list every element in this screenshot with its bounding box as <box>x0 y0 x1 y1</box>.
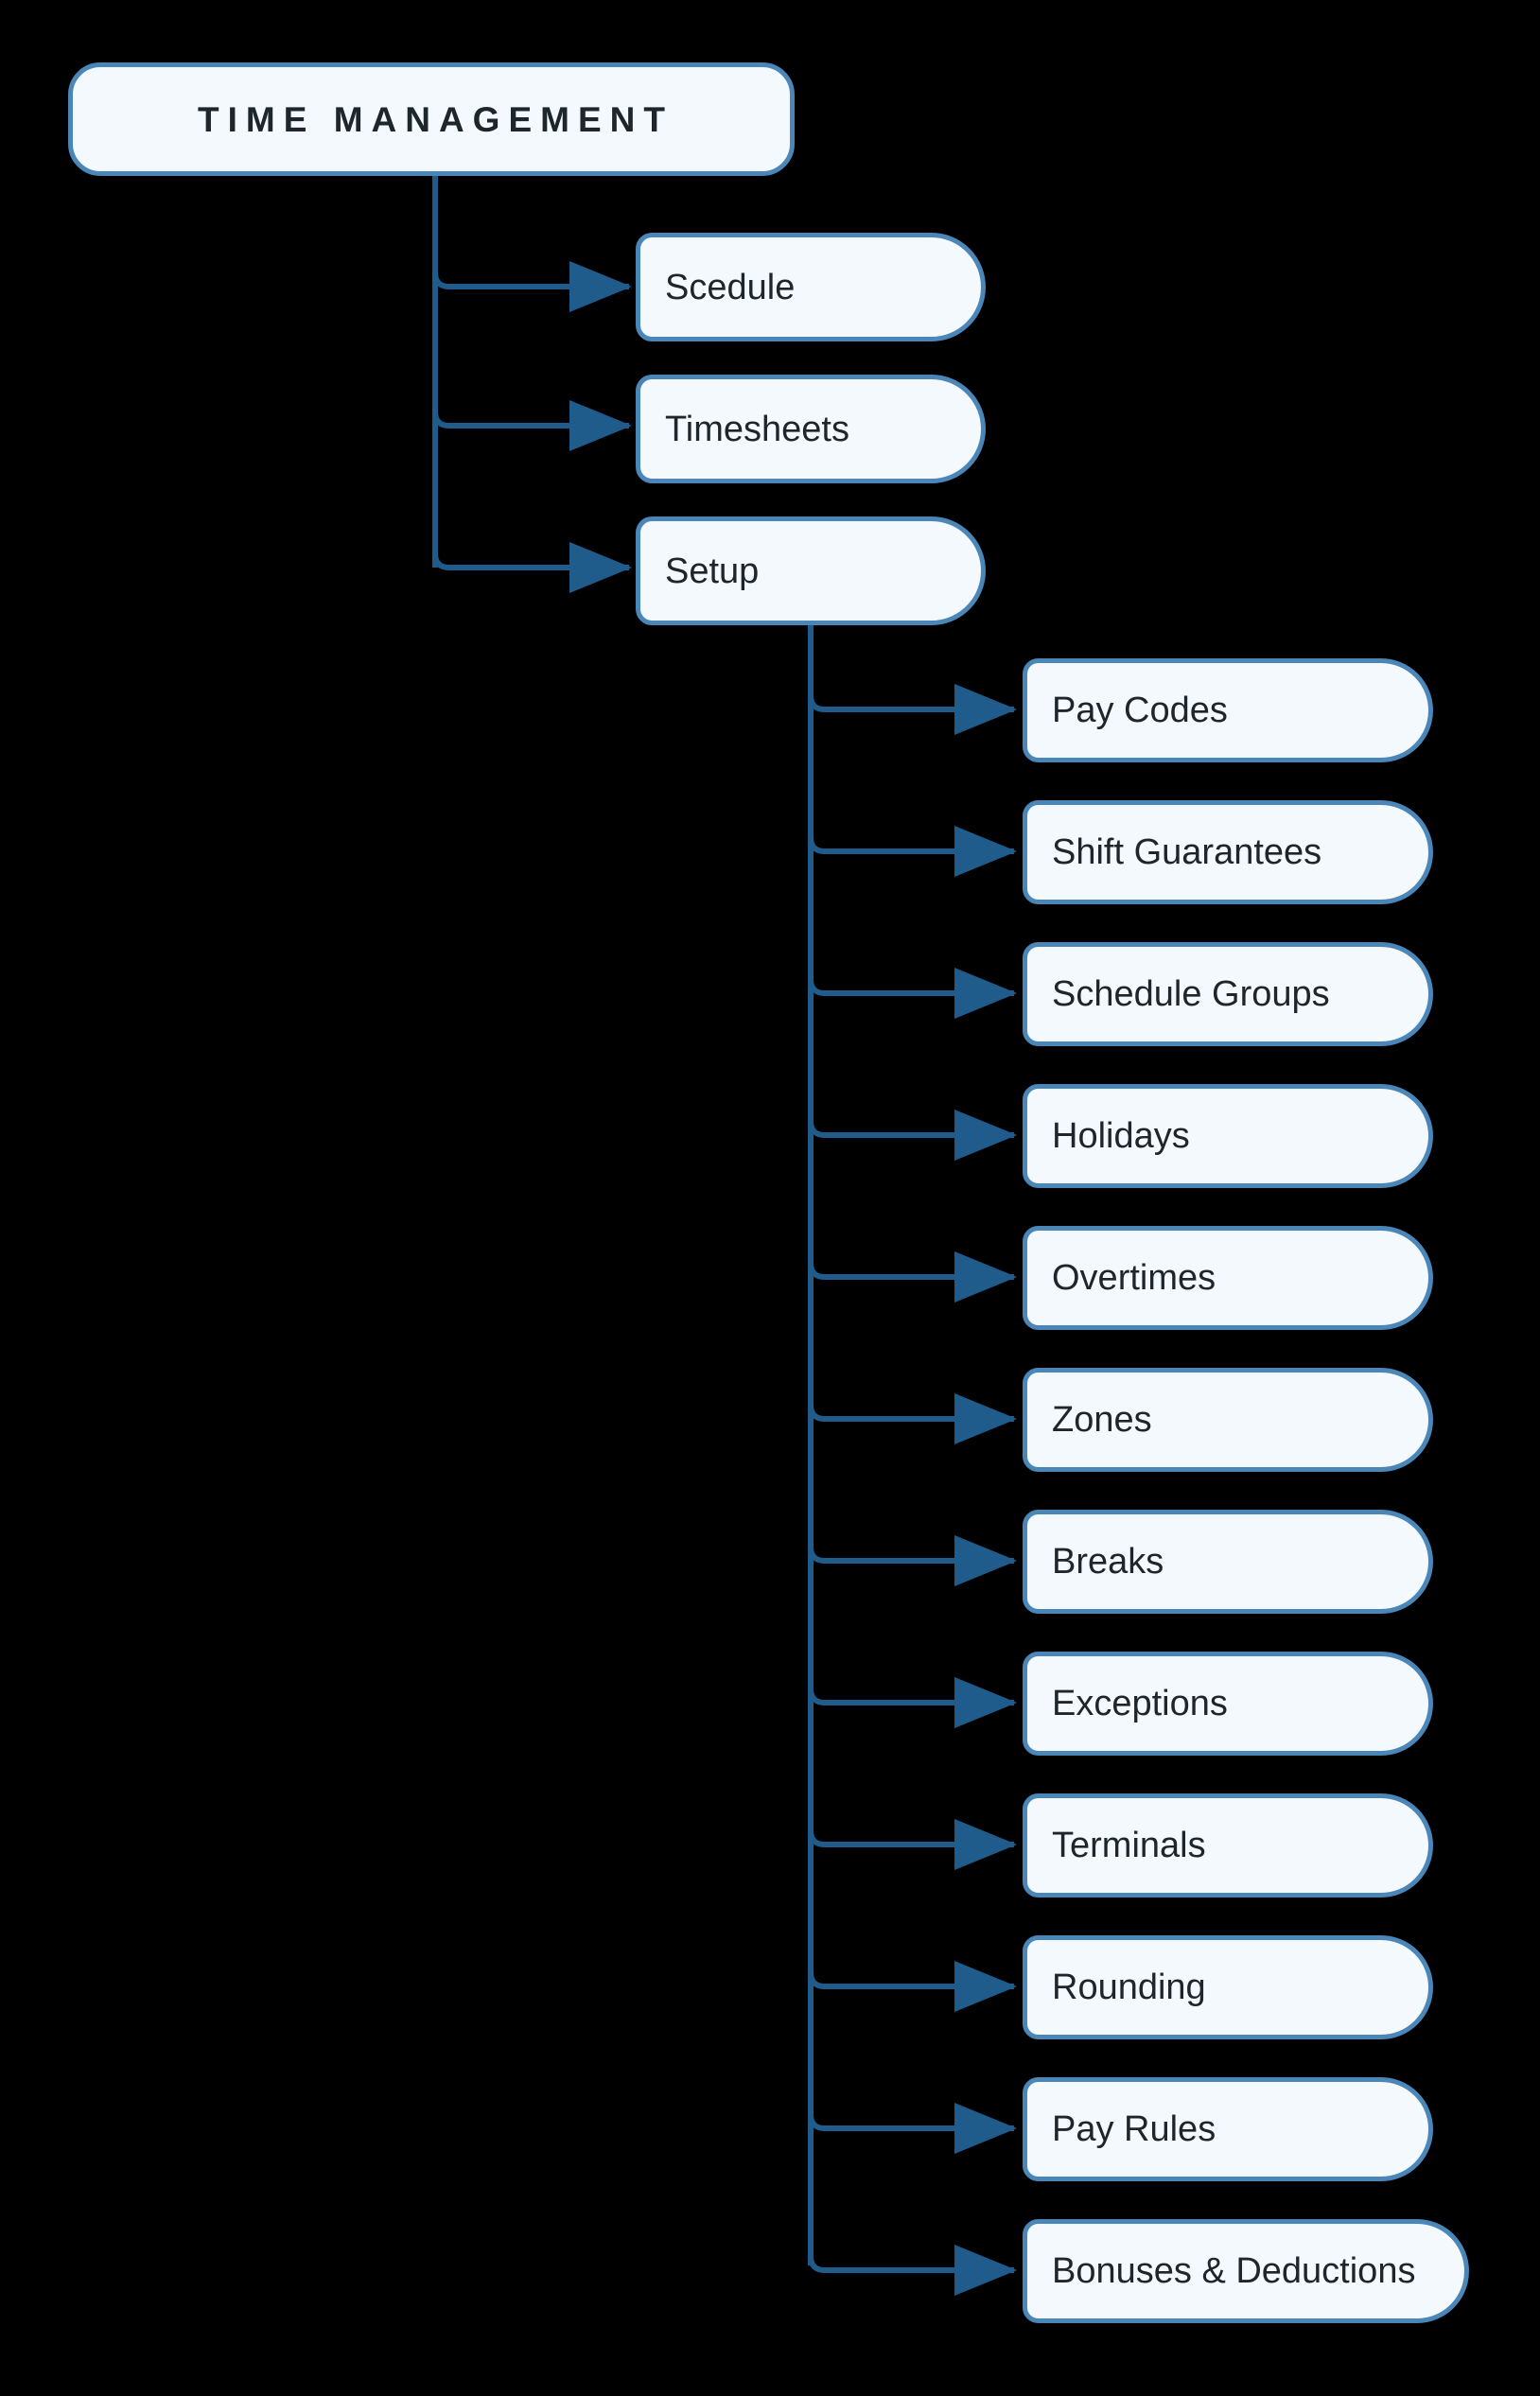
node-pay-rules-label: Pay Rules <box>1052 2109 1216 2149</box>
node-scedule-label: Scedule <box>665 267 796 307</box>
node-overtimes[interactable]: Overtimes <box>1023 1226 1433 1330</box>
edge-root-to-timesheets <box>432 400 632 451</box>
edge-setup-to-rounding <box>808 1961 1017 2012</box>
node-exceptions[interactable]: Exceptions <box>1023 1652 1433 1756</box>
node-terminals-label: Terminals <box>1052 1826 1206 1865</box>
node-bonuses-deductions-label: Bonuses & Deductions <box>1052 2251 1416 2291</box>
edge-setup-to-zones <box>808 1393 1017 1444</box>
node-exceptions-label: Exceptions <box>1052 1684 1228 1723</box>
node-rounding-label: Rounding <box>1052 1968 1206 2007</box>
node-zones[interactable]: Zones <box>1023 1368 1433 1472</box>
node-zones-label: Zones <box>1052 1400 1152 1440</box>
edge-setup-to-bonuses-deductions <box>808 2245 1017 2296</box>
node-shift-guarantees[interactable]: Shift Guarantees <box>1023 800 1433 904</box>
node-setup-label: Setup <box>665 551 760 591</box>
edge-setup-to-terminals <box>808 1819 1017 1870</box>
node-breaks-label: Breaks <box>1052 1542 1164 1582</box>
node-breaks[interactable]: Breaks <box>1023 1510 1433 1614</box>
node-setup[interactable]: Setup <box>636 516 986 625</box>
node-holidays-label: Holidays <box>1052 1116 1190 1156</box>
node-bonuses-deductions[interactable]: Bonuses & Deductions <box>1023 2219 1469 2323</box>
node-timesheets-label: Timesheets <box>665 409 849 449</box>
node-schedule-groups-label: Schedule Groups <box>1052 974 1330 1014</box>
edge-setup-to-holidays <box>808 1110 1017 1161</box>
edge-setup-to-exceptions <box>808 1677 1017 1728</box>
node-time-management-label: TIME MANAGEMENT <box>198 99 674 139</box>
edge-setup-to-schedule-groups <box>808 968 1017 1019</box>
node-shift-guarantees-label: Shift Guarantees <box>1052 832 1322 872</box>
edge-setup-to-shift-guarantees <box>808 826 1017 877</box>
node-pay-codes-label: Pay Codes <box>1052 691 1228 730</box>
edge-root-to-setup <box>432 542 632 593</box>
node-terminals[interactable]: Terminals <box>1023 1793 1433 1898</box>
node-overtimes-label: Overtimes <box>1052 1258 1216 1298</box>
node-timesheets[interactable]: Timesheets <box>636 375 986 483</box>
node-rounding[interactable]: Rounding <box>1023 1935 1433 2039</box>
node-time-management[interactable]: TIME MANAGEMENT <box>68 62 795 176</box>
edge-setup-to-pay-codes <box>808 684 1017 735</box>
node-holidays[interactable]: Holidays <box>1023 1084 1433 1188</box>
node-pay-rules[interactable]: Pay Rules <box>1023 2077 1433 2181</box>
edge-setup-to-pay-rules <box>808 2103 1017 2154</box>
node-scedule[interactable]: Scedule <box>636 233 986 341</box>
edge-root-to-scedule <box>432 261 632 312</box>
node-pay-codes[interactable]: Pay Codes <box>1023 658 1433 762</box>
edge-setup-to-overtimes <box>808 1251 1017 1303</box>
edge-setup-to-breaks <box>808 1535 1017 1586</box>
node-schedule-groups[interactable]: Schedule Groups <box>1023 942 1433 1046</box>
